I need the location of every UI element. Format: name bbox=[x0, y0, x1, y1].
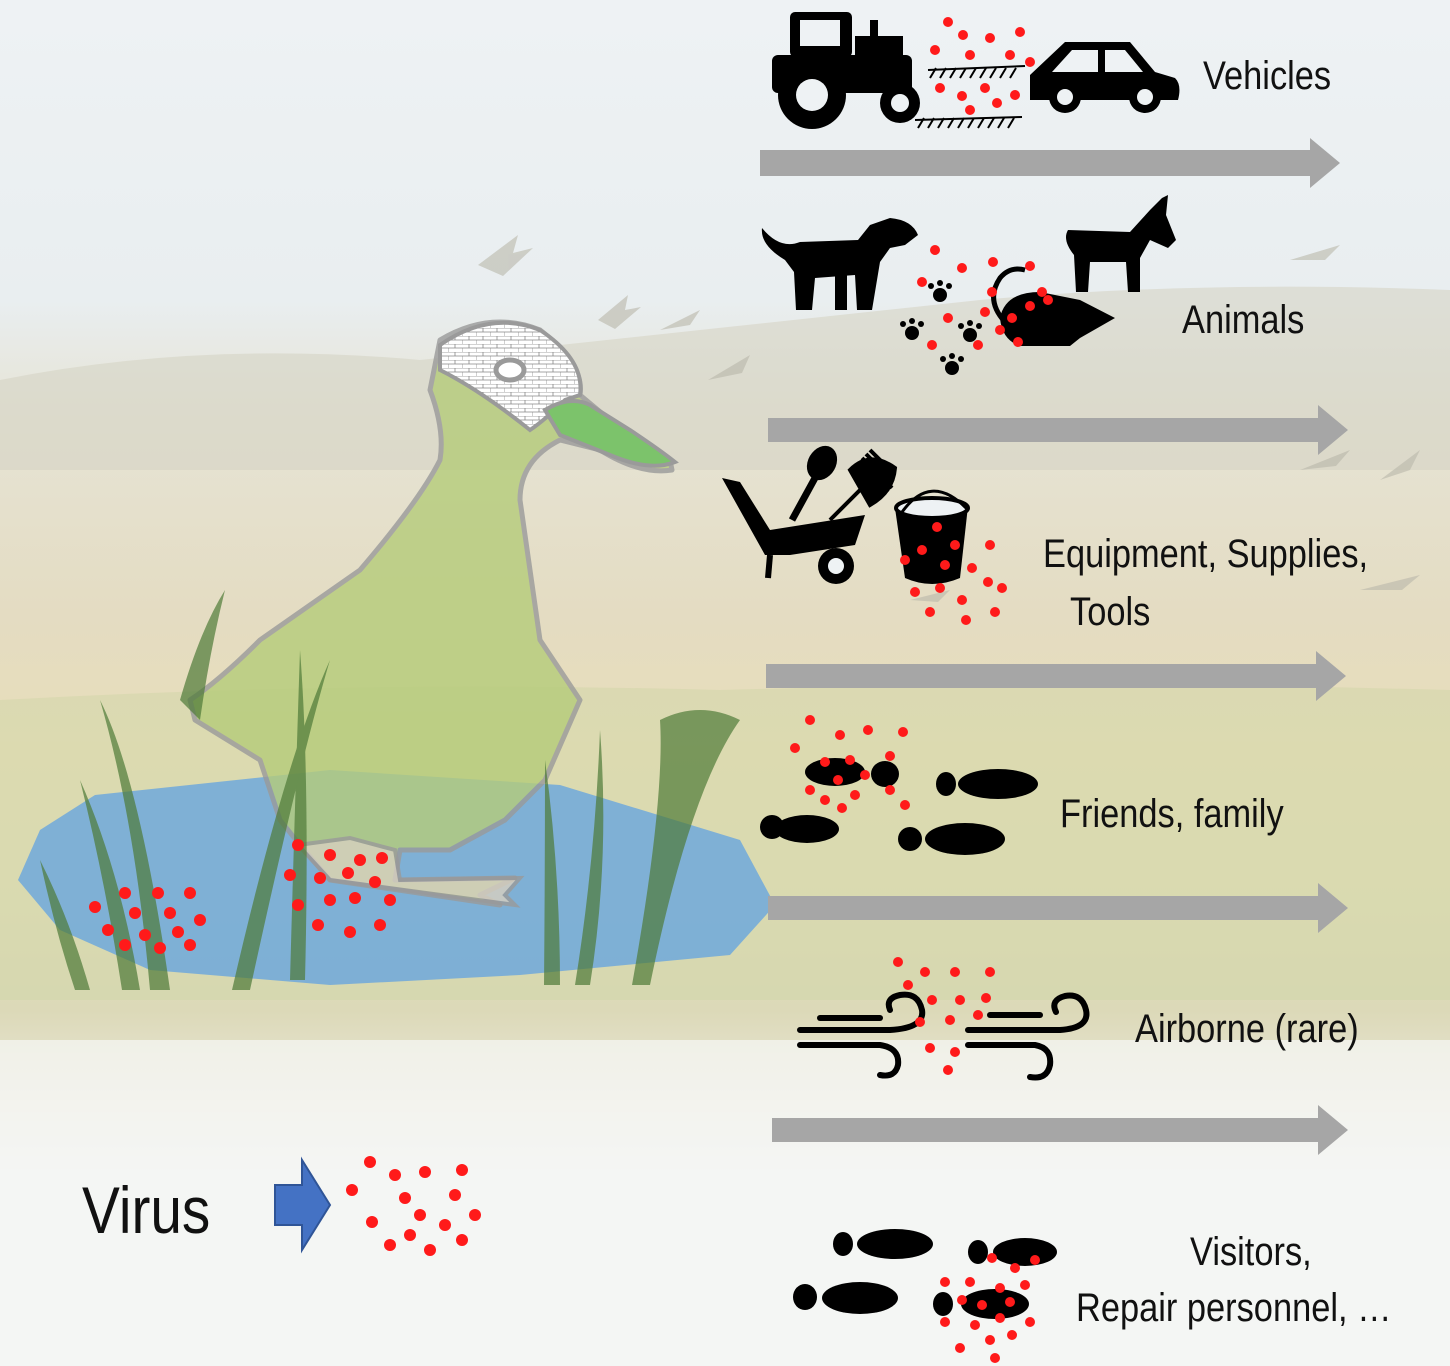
label-visitors-line1: Visitors, bbox=[1190, 1228, 1312, 1276]
bucket-icon bbox=[895, 491, 968, 584]
label-vehicles: Vehicles bbox=[1203, 52, 1331, 100]
label-friends-family: Friends, family bbox=[1060, 790, 1284, 838]
label-visitors-line2: Repair personnel, … bbox=[1076, 1284, 1391, 1332]
label-equipment-line2: Tools bbox=[1070, 588, 1150, 636]
label-equipment-line1: Equipment, Supplies, bbox=[1043, 530, 1368, 578]
legend-virus-label: Virus bbox=[82, 1172, 210, 1248]
label-airborne: Airborne (rare) bbox=[1135, 1005, 1359, 1053]
duck-eye bbox=[496, 360, 524, 380]
label-animals: Animals bbox=[1182, 296, 1304, 344]
